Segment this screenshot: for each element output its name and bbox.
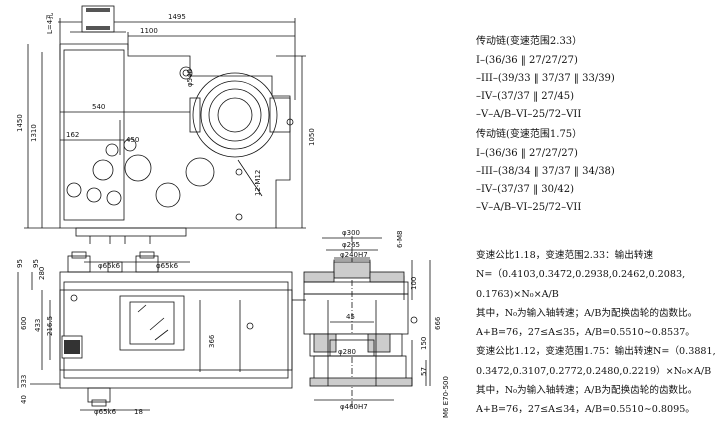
dim-333: 333 [20,375,28,388]
dim-1050: 1050 [308,128,316,146]
chain-2-line: –III–(38/34 ‖ 37/37 ‖ 34/38) [476,166,615,177]
chain-1-title: 传动链(变速范围2.33） [476,36,583,47]
dim-366: 366 [208,334,216,348]
dim-6-m8: 6-M8 [396,231,404,248]
front-view [24,5,306,244]
dim-phi460h7: φ460H7 [340,403,368,411]
dim-40: 40 [20,395,28,404]
dim-phi65k6-b: φ65k6 [156,262,179,270]
note-line: 变速公比1.12，变速范围1.75：输出转速N=（0.3881, [476,346,716,358]
chain-1-line: I–(36/36 ‖ 27/27/27) [476,55,578,66]
dim-95-b: 95 [32,259,40,268]
dim-95-a: 95 [16,259,24,268]
dim-phi240h7: φ240H7 [340,251,368,259]
dim-phi540: φ540 [186,69,194,87]
dim-150: 150 [420,337,428,350]
dim-1100: 1100 [140,27,158,35]
chain-2-line: –V–A/B–VI–25/72–VII [476,202,582,213]
note-line: 0.3472,0.3107,0.2772,0.2480,0.2219）×N₀×A… [476,365,712,377]
dim-162: 162 [66,131,79,139]
dim-1495: 1495 [168,13,186,21]
dim-phi65k6-c: φ65k6 [94,408,117,416]
note-line: 其中，N₀为输入轴转速；A/B为配换齿轮的齿数比。 [476,307,698,319]
dim-57: 57 [420,367,428,376]
chain-2-line: I–(36/36 ‖ 27/27/27) [476,148,578,159]
chain-1-line: –III–(39/33 ‖ 37/37 ‖ 33/39) [476,73,615,84]
note-line: 0.1763)×N₀×A/B [476,288,559,300]
note-line: 变速公比1.18，变速范围2.33：输出转速 [476,250,654,261]
dim-540: 540 [92,103,105,111]
dim-100: 100 [410,277,418,290]
chain-1-line: –V–A/B–VI–25/72–VII [476,109,582,120]
note-line: N=（0.4103,0.3472,0.2938,0.2462,0.2083, [476,269,686,281]
note-line: 其中，N₀为输入轴转速；A/B为配换齿轮的齿数比。 [476,385,698,397]
transmission-chain-1: 传动链(变速范围2.33） I–(36/36 ‖ 27/27/27) –III–… [476,34,615,122]
section-view [303,236,431,408]
dim-18: 18 [134,408,143,416]
dim-450: 450 [126,136,139,144]
dim-600: 600 [20,317,28,330]
chain-2-title: 传动链(变速范围1.75） [476,129,583,140]
dim-phi300: φ300 [342,229,360,237]
dim-433: 433 [34,319,42,332]
dim-1450: 1450 [16,114,24,132]
engineering-drawing: 1495 1100 540 162 450 φ540 12-M12 1310 1… [16,5,450,418]
dim-666: 666 [434,316,442,330]
chain-2-line: –IV–(37/37 ‖ 30/42) [476,184,574,195]
top-view [17,251,306,411]
dim-phi265: φ265 [342,241,360,249]
dim-45: 45 [346,313,355,321]
dim-280: 280 [38,267,46,280]
note-line: A+B=76，27≤A≤34，A/B=0.5510∼0.8095。 [476,404,695,416]
transmission-chain-2: 传动链(变速范围1.75） I–(36/36 ‖ 27/27/27) –III–… [476,127,615,215]
dim-12-m12: 12-M12 [254,170,262,196]
dim-thread: M6 E70-500 [442,376,450,418]
output-speed-notes: 变速公比1.18，变速范围2.33：输出转速 N=（0.4103,0.3472,… [476,246,720,420]
dim-216-5: 216.5 [46,316,54,336]
dim-l4holes: L=4孔 [46,13,54,34]
dim-phi280: φ280 [338,348,356,356]
chain-1-line: –IV–(37/37 ‖ 27/45) [476,91,574,102]
dim-1310: 1310 [30,124,38,142]
note-line: A+B=76，27≤A≤35，A/B=0.5510∼0.8537。 [476,327,695,339]
dim-phi65k6-a: φ65k6 [98,262,121,270]
